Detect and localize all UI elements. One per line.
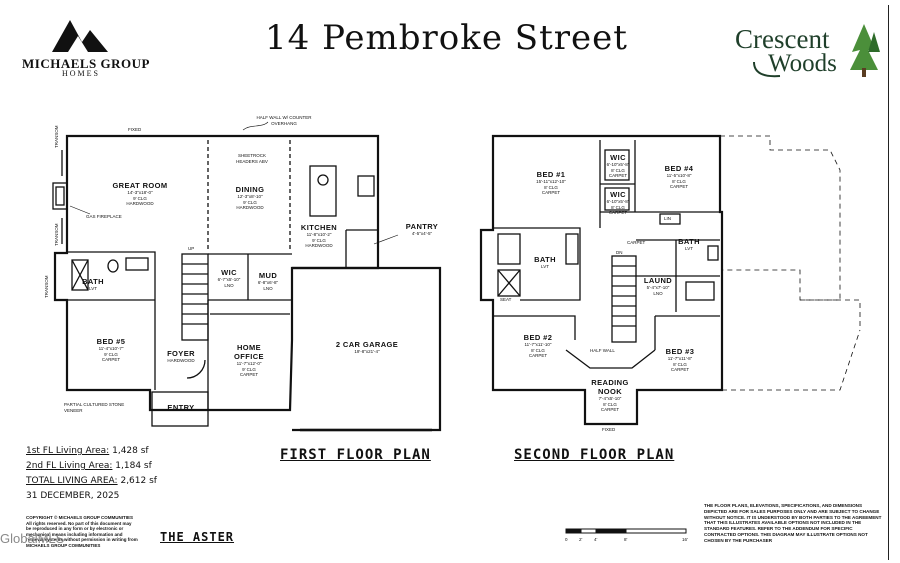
note-transom-c: TRANSOM: [44, 275, 49, 299]
room-great-room: GREAT ROOM 14'-3"x18'-0" 9' CLG HARDWOOD: [112, 181, 168, 206]
room-mud: MUD 6'-8"x6'-8" LNO: [257, 271, 279, 291]
room-bed-4: BED #4 11'-5"x10'-8" 8' CLG CARPET: [664, 164, 694, 189]
note-transom-b: TRANSOM: [54, 223, 59, 247]
note-seat: SEAT: [500, 297, 512, 302]
note-half-wall: HALF WALL W/ COUNTER OVERHANG: [256, 115, 312, 126]
room-bed-1: BED #1 15'-11"x12'-10" 8' CLG CARPET: [536, 170, 566, 195]
room-bed-5: BED #5 11'-4"x10'-7" 9' CLG CARPET: [96, 337, 126, 362]
disclaimer-text: THE FLOOR PLANS, ELEVATIONS, SPECIFICATI…: [704, 503, 882, 543]
room-pantry: PANTRY 4'-5"x4'-5": [405, 222, 439, 236]
model-name: THE ASTER: [160, 530, 235, 544]
room-wic-1: WIC 6'-7"x5'-10" LNO: [217, 268, 241, 288]
note-partial-stone: PARTIAL CULTURED STONE VENEER: [64, 402, 125, 413]
second-floor-plan-title: SECOND FLOOR PLAN: [514, 447, 675, 463]
note-carpet-hall: CARPET: [627, 240, 646, 245]
note-transom-a: TRANSOM: [54, 125, 59, 149]
room-garage: 2 CAR GARAGE 19'-8"x21'-4": [335, 340, 399, 354]
room-bed-3: BED #3 11'-7"x11'-8" 8' CLG CARPET: [665, 347, 695, 372]
community-name-line1: Crescent: [735, 24, 830, 54]
stat-total: TOTAL LIVING AREA: 2,612 sf: [26, 476, 157, 486]
first-floor-plan-title: FIRST FLOOR PLAN: [280, 447, 431, 463]
room-bath-1: BATH LVT: [82, 277, 104, 291]
room-laund: LAUND 5'-4"x7'-10" LNO: [643, 276, 673, 296]
note-gas-fireplace: GAS FIREPLACE: [86, 214, 122, 219]
scale-label-4: 4': [594, 537, 598, 542]
tree-logo-icon: [850, 24, 880, 77]
room-home-office: HOME OFFICE 11'-7"x12'-0" 9' CLG CARPET: [234, 343, 264, 377]
community-name-line2: Woods: [768, 50, 837, 77]
room-wic-2: WIC 6'-10"x5'-8" 8' CLG CARPET: [606, 153, 630, 178]
room-foyer: FOYER HARDWOOD: [167, 349, 195, 363]
room-bed-2: BED #2 11'-7"x11'-10" 8' CLG CARPET: [523, 333, 553, 358]
room-wic-3: WIC 6'-10"x5'-8" 8' CLG CARPET: [606, 190, 630, 215]
scale-label-2: 2': [579, 537, 583, 542]
scale-label-8: 8': [624, 537, 628, 542]
stat-second-floor: 2nd FL Living Area: 1,184 sf: [26, 461, 152, 471]
note-sheetrock: SHEETROCK HEADERS ABV: [236, 153, 268, 164]
stat-date: 31 DECEMBER, 2025: [26, 491, 120, 501]
room-bath-3: BATH LVT: [678, 237, 700, 251]
note-dn: DN: [616, 250, 623, 255]
scale-label-16: 16': [682, 537, 688, 542]
room-entry: ENTRY: [167, 403, 195, 412]
michaels-group-logo-icon: [52, 20, 108, 52]
crescent-swoosh-icon: [753, 61, 781, 78]
builder-name: MICHAELS GROUP: [22, 56, 150, 71]
scale-label-0: 0: [565, 537, 568, 542]
stat-first-floor: 1st FL Living Area: 1,428 sf: [26, 446, 149, 456]
note-fixed-2: FIXED: [602, 427, 616, 432]
note-up: UP: [188, 246, 195, 251]
note-fixed-1: FIXED: [128, 127, 142, 132]
room-bath-2: BATH LVT: [534, 255, 556, 269]
page-title: 14 Pembroke Street: [265, 18, 628, 58]
copyright-notice: COPYRIGHT © MICHAELS GROUP COMMUNITIES A…: [26, 515, 138, 548]
plan-sheet: [10, 5, 889, 560]
note-half-wall-2: HALF WALL: [590, 348, 615, 353]
note-lin: LIN: [664, 216, 672, 221]
room-kitchen: KITCHEN 11'-8"x10'-2" 9' CLG HARDWOOD: [300, 223, 338, 248]
builder-sub: HOMES: [62, 69, 101, 78]
room-reading-nook: READING NOOK 7'-4"x5'-10" 8' CLG CARPET: [591, 378, 629, 412]
room-dining: DINING 12'-3"x8'-10" 9' CLG HARDWOOD: [235, 185, 265, 210]
watermark: GlobalMLS: [0, 531, 65, 546]
